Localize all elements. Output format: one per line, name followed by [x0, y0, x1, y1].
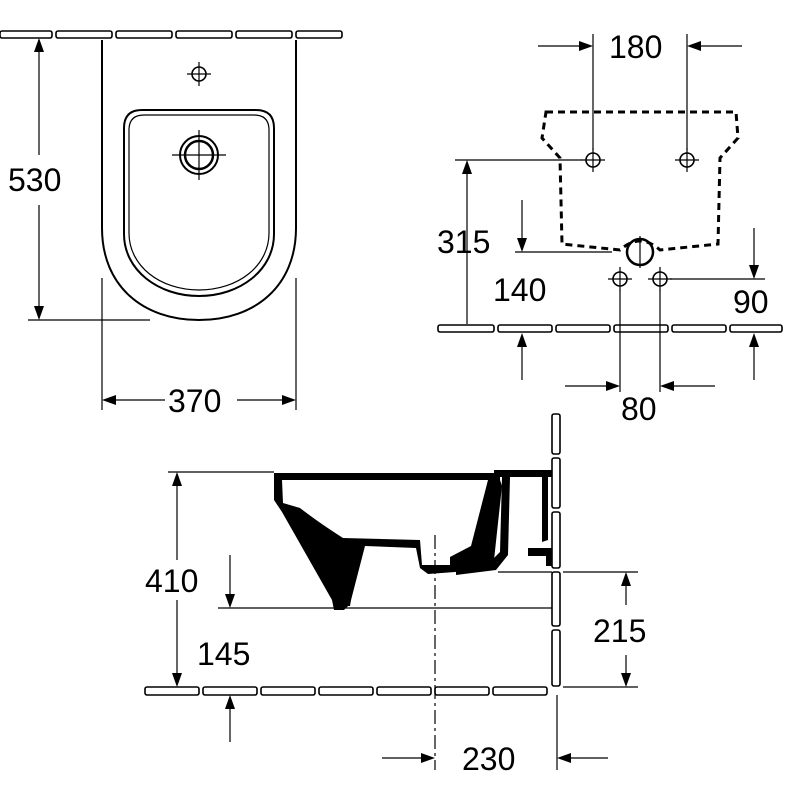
- drain-icon: [172, 130, 226, 180]
- dim-line-80: [565, 290, 715, 392]
- fixing-hole-left-icon: [580, 147, 606, 173]
- fixing-hole-right-icon: [674, 147, 700, 173]
- dim-label-530: 530: [8, 162, 61, 198]
- dim-line-410: [172, 472, 182, 687]
- outlet-icon: [625, 236, 655, 268]
- dim-line-90: [670, 228, 765, 380]
- bidet-section-back: [456, 470, 552, 575]
- wall-side-view: [551, 413, 561, 687]
- dim-line-180: [538, 34, 742, 150]
- bidet-outline-dashed: [540, 110, 740, 252]
- dim-label-370: 370: [168, 383, 221, 419]
- dim-line-370: [101, 278, 297, 410]
- dim-line-145: [225, 555, 235, 742]
- supply-right-icon: [647, 266, 673, 292]
- wall-top-view: [0, 30, 343, 39]
- floor-wall-view: [437, 324, 783, 333]
- bidet-section-leg: [342, 542, 360, 606]
- dim-line-530: [28, 38, 150, 321]
- dim-label-140: 140: [493, 272, 546, 308]
- dim-line-315: [455, 159, 582, 324]
- supply-left-icon: [607, 266, 633, 292]
- dim-label-90: 90: [733, 284, 769, 320]
- dim-label-410: 410: [145, 563, 198, 599]
- bowl-inner-top: [128, 114, 270, 291]
- bidet-section-body: [274, 473, 502, 610]
- floor-side-view: [144, 686, 548, 696]
- wall-view: 180 315 140 90: [437, 29, 783, 427]
- dim-label-215: 215: [593, 613, 646, 649]
- dim-label-230: 230: [462, 741, 515, 777]
- dim-label-180: 180: [609, 29, 662, 65]
- bidet-section-bracket: [528, 548, 552, 566]
- bowl-outline-top: [123, 109, 275, 298]
- dim-label-315: 315: [437, 224, 490, 260]
- dim-line-230: [382, 695, 608, 770]
- dim-label-80: 80: [621, 391, 657, 427]
- bidet-outline-top: [101, 40, 297, 322]
- dim-line-140: [515, 200, 612, 380]
- side-view: 410 145 215 230: [144, 413, 646, 777]
- dim-label-145: 145: [197, 636, 250, 672]
- dim-line-215: [563, 571, 638, 688]
- tap-hole-icon: [186, 61, 212, 87]
- top-view: 530 370: [0, 30, 343, 419]
